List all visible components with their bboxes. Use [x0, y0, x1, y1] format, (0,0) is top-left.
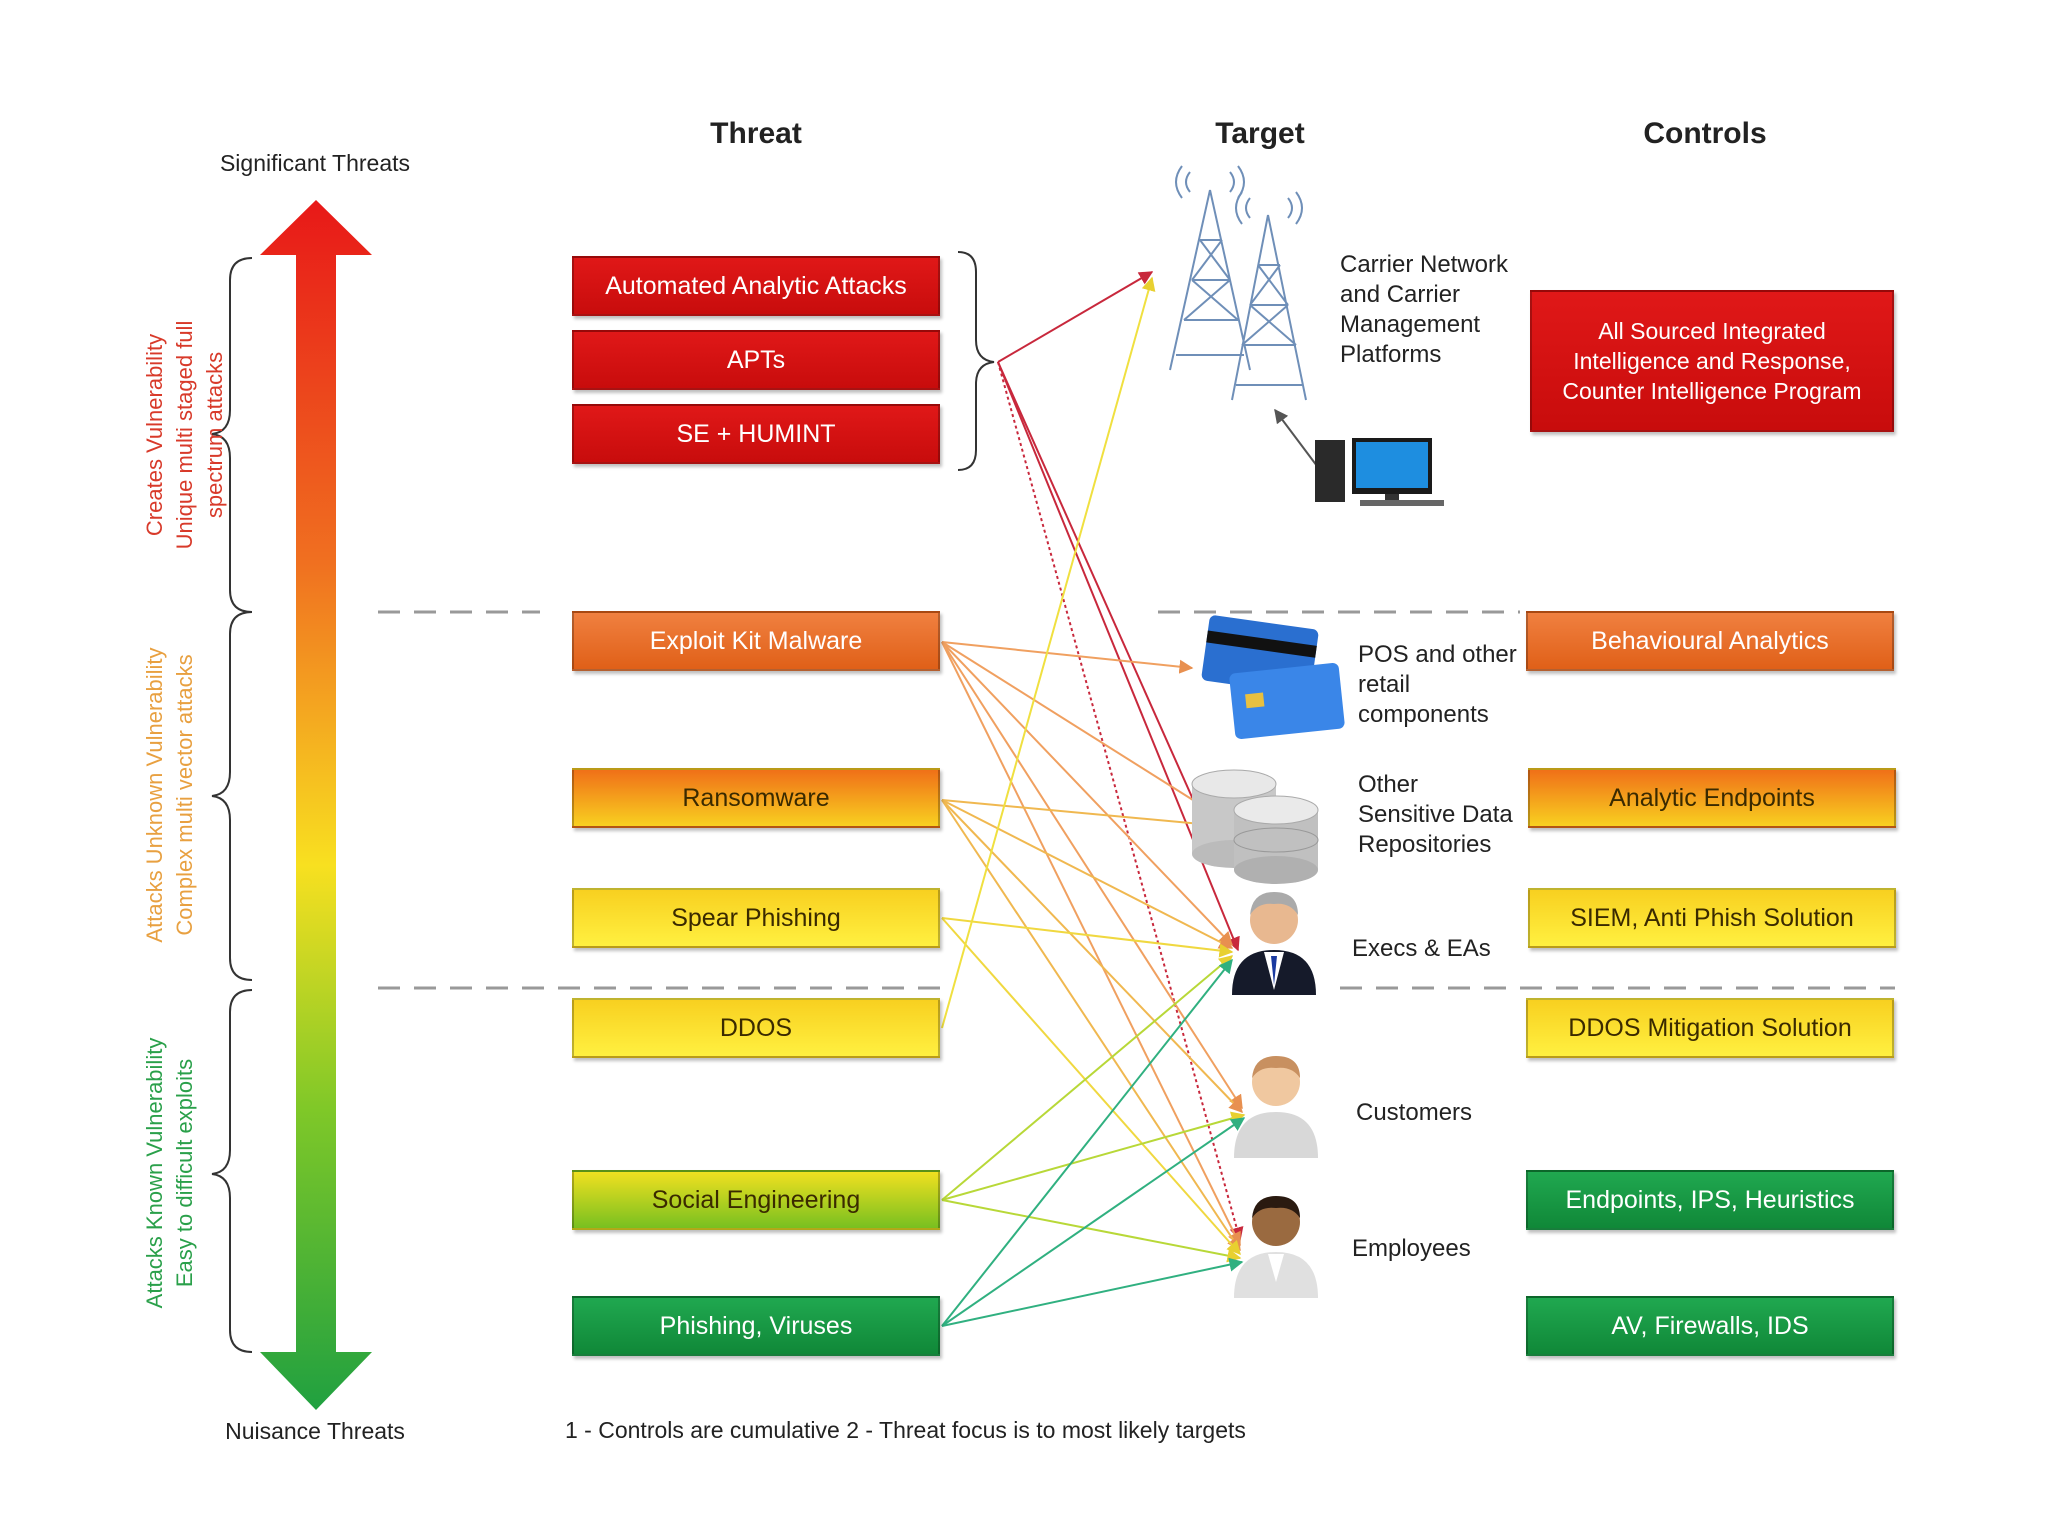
target-execs: Execs & EAs — [1352, 935, 1491, 962]
arrow-exploit-to-database — [941, 641, 1214, 813]
side-label-known-vulnerability: Attacks Known Vulnerability Easy to diff… — [140, 963, 200, 1383]
arrow-computer-to-tower — [1274, 408, 1321, 471]
employee-person-icon — [1234, 1196, 1318, 1298]
side-label-line: Attacks Known Vulnerability — [142, 1037, 167, 1309]
arrow-phishing-to-employees — [941, 1257, 1244, 1327]
target-column-header: Target — [1215, 117, 1305, 150]
target-pos: POS and other retail components — [1358, 641, 1517, 728]
threat-column-header: Threat — [710, 117, 802, 150]
arrow-spear-to-execs — [941, 917, 1234, 958]
arrow-phishing-to-customers — [941, 1117, 1246, 1327]
arrow-social-to-customers — [941, 1111, 1246, 1201]
control-siem-anti-phish[interactable]: SIEM, Anti Phish Solution — [1528, 888, 1896, 948]
arrow-spear-to-employees — [941, 917, 1241, 1256]
arrow-ransomware-to-execs — [941, 799, 1234, 949]
arrow-social-to-execs — [941, 955, 1234, 1201]
controls-column-header: Controls — [1643, 117, 1767, 150]
computer-icon — [1315, 438, 1444, 506]
threat-apts[interactable]: APTs — [572, 330, 940, 390]
brace-group-2 — [211, 611, 253, 981]
arrow-exploit-to-employees — [941, 641, 1241, 1247]
side-label-line: Complex multi vector attacks — [172, 654, 197, 936]
arrow-phishing-to-execs — [941, 958, 1233, 1327]
threat-automated-analytic-attacks[interactable]: Automated Analytic Attacks — [572, 256, 940, 316]
target-employees: Employees — [1352, 1235, 1471, 1262]
arrow-red-to-database — [997, 361, 1214, 844]
customer-person-icon — [1234, 1056, 1318, 1158]
executive-person-icon — [1232, 892, 1316, 995]
side-label-line: Attacks Unknown Vulnerability — [142, 647, 167, 943]
side-label-line: spectrum attacks — [202, 351, 227, 519]
arrow-ransomware-to-database — [941, 799, 1214, 831]
control-all-sourced-intelligence[interactable]: All Sourced Integrated Intelligence and … — [1530, 290, 1894, 432]
brace-group-1 — [211, 257, 253, 613]
side-label-line: Unique multi staged full — [172, 320, 197, 550]
threat-spear-phishing[interactable]: Spear Phishing — [572, 888, 940, 948]
target-customers: Customers — [1356, 1099, 1473, 1126]
cell-tower-icon — [1169, 165, 1307, 401]
credit-card-icon — [1201, 615, 1345, 739]
threat-ransomware[interactable]: Ransomware — [572, 768, 940, 828]
arrow-ddos-to-carrier — [941, 276, 1156, 1029]
brace-group-3 — [211, 989, 253, 1353]
threat-phishing-viruses[interactable]: Phishing, Viruses — [572, 1296, 940, 1356]
brace-top-threats — [957, 251, 995, 471]
control-ddos-mitigation[interactable]: DDOS Mitigation Solution — [1526, 998, 1894, 1058]
nuisance-threats-label: Nuisance Threats — [225, 1418, 405, 1444]
side-label-line: Easy to difficult exploits — [172, 1058, 197, 1288]
control-analytic-endpoints[interactable]: Analytic Endpoints — [1528, 768, 1896, 828]
arrow-exploit-to-execs — [941, 641, 1233, 947]
severity-scale-arrow — [260, 200, 372, 1410]
threat-ddos[interactable]: DDOS — [572, 998, 940, 1058]
target-data-repositories: Other Sensitive Data Repositories — [1358, 771, 1513, 858]
control-endpoints-ips[interactable]: Endpoints, IPS, Heuristics — [1526, 1170, 1894, 1230]
footnote: 1 - Controls are cumulative 2 - Threat f… — [565, 1417, 1246, 1443]
connection-lines — [941, 271, 1246, 1327]
arrow-ransomware-to-employees — [941, 799, 1241, 1252]
arrow-social-to-employees — [941, 1199, 1242, 1263]
significant-threats-label: Significant Threats — [219, 150, 411, 176]
threat-se-humint[interactable]: SE + HUMINT — [572, 404, 940, 464]
arrow-red-to-employees — [997, 361, 1244, 1242]
database-icon — [1191, 769, 1319, 884]
target-carrier-network: Carrier Network and Carrier Management P… — [1340, 251, 1509, 368]
control-behavioural-analytics[interactable]: Behavioural Analytics — [1526, 611, 1894, 671]
arrow-red-to-carrier — [997, 271, 1154, 363]
arrow-exploit-to-customers — [941, 641, 1243, 1110]
threat-social-engineering[interactable]: Social Engineering — [572, 1170, 940, 1230]
side-label-unknown-vulnerability: Attacks Unknown Vulnerability Complex mu… — [140, 585, 200, 1005]
threat-exploit-kit-malware[interactable]: Exploit Kit Malware — [572, 611, 940, 671]
control-av-firewalls-ids[interactable]: AV, Firewalls, IDS — [1526, 1296, 1894, 1356]
side-label-line: Creates Vulnerability — [142, 333, 167, 537]
side-label-creates-vulnerability: Creates Vulnerability Unique multi stage… — [140, 225, 230, 645]
arrow-exploit-to-pos — [941, 641, 1194, 674]
